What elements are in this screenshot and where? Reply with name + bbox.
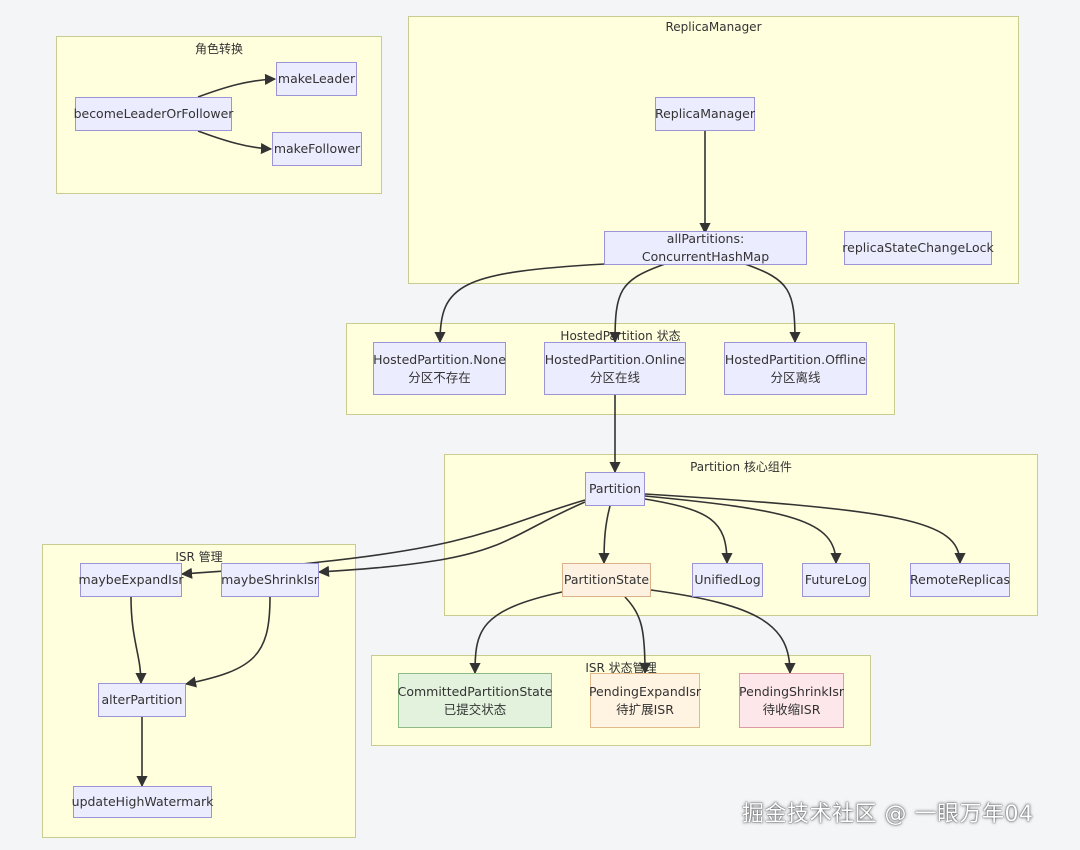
edge-partition-to-maybeexpand: [180, 499, 586, 579]
node-label-line2: 待扩展ISR: [616, 701, 674, 717]
group-title-role-switch: 角色转换: [194, 42, 243, 56]
node-label: alterPartition: [101, 692, 183, 707]
node-label-line1: HostedPartition.None: [373, 351, 506, 367]
node-label: becomeLeaderOrFollower: [73, 106, 234, 121]
node-label: maybeExpandIsr: [78, 572, 184, 587]
group-title-isr-state-management: ISR 状态管理: [585, 661, 657, 675]
node-maybe-expand-isr: maybeExpandIsr: [78, 563, 184, 597]
node-label: makeLeader: [277, 71, 356, 86]
group-title-replica-manager: ReplicaManager: [665, 20, 762, 34]
node-label-line2: 分区离线: [770, 369, 821, 385]
edge-allpartitions-to-offline: [744, 263, 801, 344]
node-label-line1: PendingShrinkIsr: [739, 683, 844, 699]
node-label: PartitionState: [563, 572, 650, 587]
node-label-line1: HostedPartition.Online: [544, 351, 686, 367]
node-label: maybeShrinkIsr: [221, 572, 319, 587]
node-hosted-partition-offline: HostedPartition.Offline 分区离线: [724, 342, 867, 395]
node-label: RemoteReplicas: [910, 572, 1010, 587]
node-alter-partition: alterPartition: [98, 683, 186, 717]
edge-partition-to-partitionstate: [598, 505, 611, 565]
node-label-line1: PendingExpandIsr: [588, 683, 702, 699]
edge-partition-to-maybeshrink: [317, 501, 586, 577]
node-future-log: FutureLog: [802, 563, 870, 597]
edge-state-to-pendingexpand: [624, 596, 651, 675]
node-make-leader: makeLeader: [276, 62, 357, 96]
node-label-line2: 待收缩ISR: [762, 701, 821, 717]
node-label: makeFollower: [273, 141, 361, 156]
node-all-partitions: allPartitions: ConcurrentHashMap: [604, 231, 807, 265]
node-pending-expand-isr: PendingExpandIsr 待扩展ISR: [588, 673, 702, 728]
node-label-line2: 分区在线: [589, 369, 640, 385]
edge-partition-to-unifiedlog: [644, 498, 733, 565]
node-label-line1: CommittedPartitionState: [397, 683, 553, 699]
edge-maybeexpand-to-alter: [130, 596, 147, 685]
node-unified-log: UnifiedLog: [692, 563, 763, 597]
node-label-line2: 已提交状态: [443, 701, 507, 717]
node-label: updateHighWatermark: [71, 794, 214, 809]
node-update-high-watermark: updateHighWatermark: [71, 786, 214, 818]
node-label: Partition: [588, 481, 642, 496]
node-partition: Partition: [585, 472, 645, 506]
edge-state-to-committed: [469, 591, 563, 675]
group-title-partition-core: Partition 核心组件: [690, 460, 792, 474]
group-title-isr-management: ISR 管理: [175, 550, 223, 564]
node-committed-partition-state: CommittedPartitionState 已提交状态: [398, 673, 552, 728]
edge-partition-to-futurelog: [644, 495, 842, 565]
edge-maybeshrink-to-alter: [184, 596, 271, 688]
edge-become-to-makefollower: [197, 130, 273, 155]
node-hosted-partition-online: HostedPartition.Online 分区在线: [544, 342, 686, 395]
edge-partition-to-remotereplicas: [644, 493, 966, 565]
node-partition-state: PartitionState: [562, 563, 651, 597]
edge-allpartitions-to-online: [609, 263, 666, 344]
node-label-line2: 分区不存在: [408, 369, 471, 385]
node-label: UnifiedLog: [694, 572, 761, 587]
node-become-leader-or-follower: becomeLeaderOrFollower: [73, 97, 234, 131]
node-label-line1: HostedPartition.Offline: [724, 351, 867, 367]
node-remote-replicas: RemoteReplicas: [910, 563, 1010, 597]
edge-allpartitions-to-none: [434, 263, 606, 344]
node-maybe-shrink-isr: maybeShrinkIsr: [221, 563, 319, 597]
node-make-follower: makeFollower: [272, 132, 362, 166]
node-label: FutureLog: [804, 572, 868, 587]
node-pending-shrink-isr: PendingShrinkIsr 待收缩ISR: [739, 673, 844, 728]
edge-become-to-makeleader: [197, 73, 277, 98]
node-label: ReplicaManager: [654, 106, 756, 121]
node-hosted-partition-none: HostedPartition.None 分区不存在: [373, 342, 506, 395]
node-label: replicaStateChangeLock: [842, 240, 994, 255]
watermark: 掘金技术社区 @ 一眼万年04: [742, 802, 1034, 827]
node-replica-state-change-lock: replicaStateChangeLock: [842, 231, 994, 265]
node-replica-manager: ReplicaManager: [655, 97, 755, 131]
edge-state-to-pendingshrink: [650, 589, 796, 675]
node-label: allPartitions: ConcurrentHashMap: [641, 231, 770, 264]
